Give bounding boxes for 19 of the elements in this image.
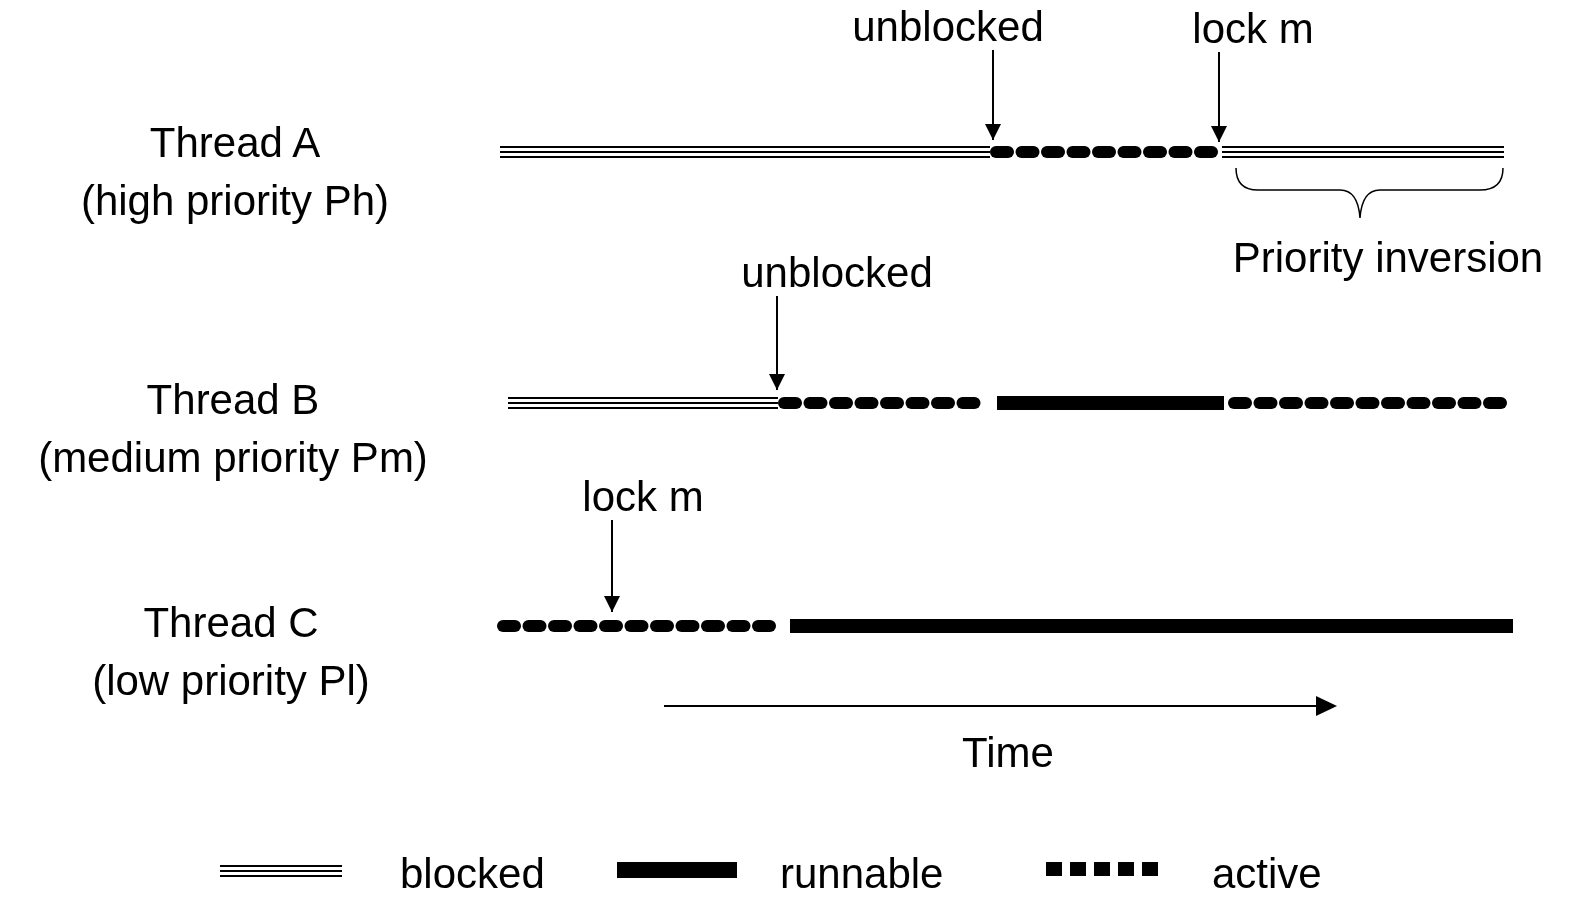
axis-label: Time [962, 732, 1054, 774]
legend-label: runnable [780, 853, 944, 895]
arrow [769, 295, 785, 391]
legend-label: blocked [400, 853, 545, 895]
arrow [1211, 51, 1227, 143]
annotation-label: Priority inversion [1232, 237, 1544, 279]
thread-name: Thread A [149, 122, 321, 164]
event-label: lock m [582, 476, 704, 518]
event-label: lock m [1192, 8, 1314, 50]
event-label: unblocked [852, 6, 1044, 48]
arrow [604, 519, 620, 613]
priority-label: (medium priority Pm) [38, 437, 428, 479]
event-label: unblocked [741, 252, 933, 294]
thread-name: Thread B [146, 379, 320, 421]
legend-label: active [1212, 853, 1322, 895]
thread-name: Thread C [143, 602, 319, 644]
priority-label: (high priority Ph) [80, 180, 390, 222]
priority-label: (low priority Pl) [92, 660, 370, 702]
arrow [985, 49, 1001, 141]
